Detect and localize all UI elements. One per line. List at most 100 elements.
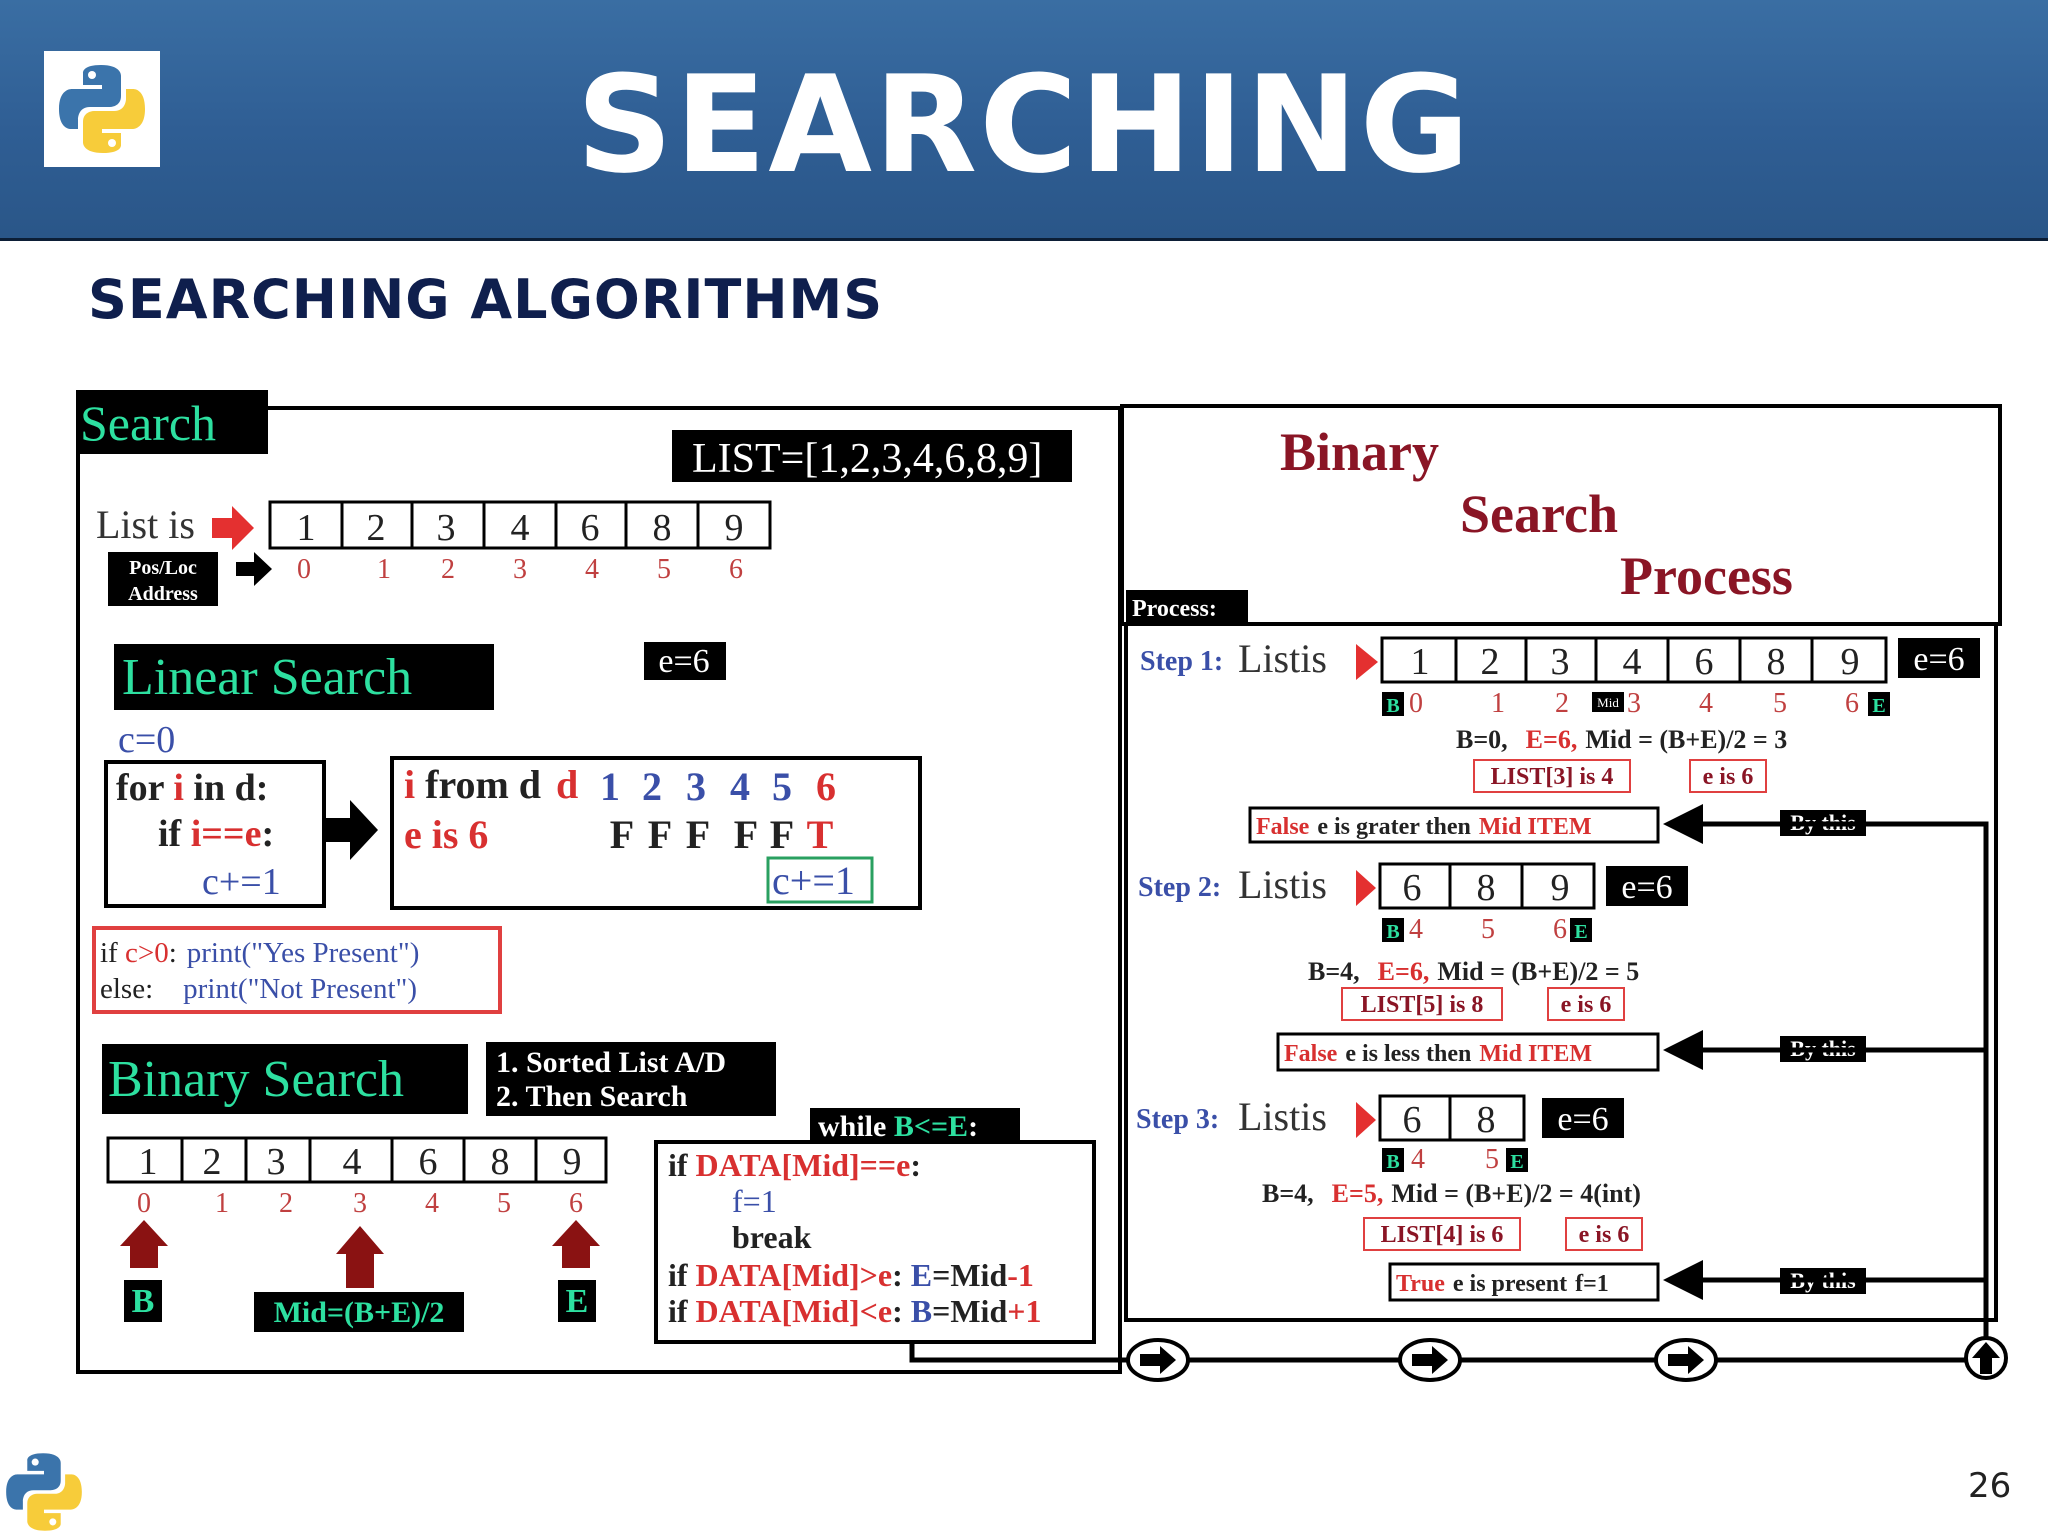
begin-marker-box [124, 1280, 162, 1322]
process-steps-box [1124, 622, 1998, 1322]
footer-python-logo-icon [0, 1448, 88, 1540]
step-1-e-box [1898, 638, 1980, 678]
trace-result: F [686, 812, 710, 857]
step-3-e-marker: E [1510, 1151, 1523, 1173]
list-cell: 2 [367, 507, 386, 549]
output-condition-box [92, 926, 502, 1014]
position-index: 3 [513, 554, 527, 585]
step-1-position: 1 [1491, 688, 1505, 719]
binary-list-positions: 0 1 2 3 4 5 6 [137, 1188, 583, 1219]
trace-result: T [807, 812, 834, 857]
step-1-position: 5 [1773, 688, 1787, 719]
binary-step-note: 1. Sorted List A/D [496, 1046, 726, 1079]
position-index: 4 [585, 554, 599, 585]
step-3-cell: 6 [1403, 1099, 1422, 1141]
loop-line-3: break [732, 1219, 812, 1255]
step-1-list-check-box [1473, 759, 1631, 793]
step-3-cell: 8 [1477, 1099, 1496, 1141]
linear-search-title-box [114, 644, 494, 710]
step-2-b-box [1382, 918, 1404, 942]
binary-list-cell: 4 [343, 1141, 362, 1183]
flow-up-arrow-icon [1964, 1336, 2008, 1380]
step-3-e-check-box [1565, 1217, 1643, 1251]
step-1-label: Step 1: [1140, 646, 1223, 677]
search-tag [76, 390, 268, 454]
position-index: 0 [297, 554, 311, 585]
binary-position: 3 [353, 1188, 367, 1219]
step-2-e-label: e=6 [1621, 869, 1672, 906]
step-2-list-check-box [1341, 987, 1503, 1021]
step-3-b-box [1382, 1148, 1404, 1172]
step-1-e-marker: E [1872, 695, 1885, 717]
step-1-position: 4 [1699, 688, 1713, 719]
trace-row-1-label: i from d [404, 762, 541, 807]
step-1-cell: 4 [1623, 641, 1642, 683]
step-1-e-check-box [1689, 759, 1767, 793]
step-3-label: Step 3: [1136, 1104, 1219, 1135]
step-3-calc: B=4,E=5,Mid = (B+E)/2 = 4(int) [1262, 1179, 1641, 1208]
binary-list-cell: 9 [563, 1141, 582, 1183]
binary-position: 5 [497, 1188, 511, 1219]
black-arrow-icon [236, 552, 272, 586]
step-1-list-check: LIST[3] is 4 [1491, 764, 1614, 790]
step-3-position: 4 [1411, 1144, 1425, 1175]
red-arrow-icon [212, 506, 254, 550]
step-2-label: Step 2: [1138, 872, 1221, 903]
trace-increment: c+=1 [772, 858, 855, 903]
step-2-e-check-box [1547, 987, 1625, 1021]
trace-value: 5 [772, 764, 792, 809]
step-1-position: 6 [1845, 688, 1859, 719]
step-2-position: 4 [1409, 914, 1423, 945]
binary-position: 0 [137, 1188, 151, 1219]
end-marker: E [566, 1283, 589, 1320]
list-cell: 3 [437, 507, 456, 549]
step-3-position: 5 [1485, 1144, 1499, 1175]
loop-line-1: if DATA[Mid]==e: [668, 1147, 921, 1183]
trace-values: 1 2 3 4 5 6 [600, 764, 836, 809]
e-value-box [644, 642, 726, 680]
e-value-label: e=6 [658, 643, 709, 680]
step-1-cell: 3 [1551, 641, 1570, 683]
step-1-cell: 2 [1481, 641, 1500, 683]
trace-increment-box [766, 856, 874, 904]
loop-line-4: if DATA[Mid]>e: E=Mid-1 [668, 1257, 1034, 1293]
step-3-e-check: e is 6 [1579, 1222, 1630, 1248]
step-2-verdict-box [1276, 1032, 1660, 1072]
trace-value: 3 [686, 764, 706, 809]
svg-text:d: d [556, 762, 578, 807]
output-if-line: if c>0:print("Yes Present") [100, 937, 419, 969]
pos-loc-label: Pos/Loc [129, 557, 197, 579]
flow-arrow-icon [1654, 1338, 1718, 1382]
pos-loc-box [108, 552, 218, 606]
binary-list-cells: 1 2 3 4 6 8 9 [106, 1136, 608, 1184]
step-2-e-check: e is 6 [1561, 992, 1612, 1018]
binary-position: 2 [279, 1188, 293, 1219]
process-step-3: Step 3: Listis 6 8 e=6 B E 4 5 B=4,E=5,M… [1136, 1094, 1866, 1302]
trace-result: F [770, 812, 794, 857]
trace-row-2-label: e is 6 [404, 812, 488, 857]
search-panel-border [76, 392, 1122, 1374]
step-2-position: 5 [1481, 914, 1495, 945]
linear-search-section: Linear Search e=6 c=0 for i in d: if i==… [92, 642, 922, 1014]
while-label: while B<=E: [818, 1110, 978, 1143]
red-play-arrow-icon [1356, 1102, 1376, 1138]
if-condition-line: if i==e: [158, 813, 274, 855]
step-3-verdict-box [1388, 1262, 1660, 1302]
increment-line: c+=1 [202, 861, 281, 903]
step-1-cell: 1 [1411, 641, 1430, 683]
list-cell: 6 [581, 507, 600, 549]
output-else-line: else:print("Not Present") [100, 973, 417, 1005]
step-2-list-is: Listis [1238, 862, 1327, 907]
step-2-cell: 9 [1551, 867, 1570, 909]
binary-position: 6 [569, 1188, 583, 1219]
list-cell: 4 [511, 507, 530, 549]
list-literal: LIST=[1,2,3,4,6,8,9] [692, 436, 1042, 482]
step-1-e-label: e=6 [1913, 641, 1964, 678]
binary-search-title-box [102, 1044, 468, 1114]
mid-formula: Mid=(B+E)/2 [274, 1296, 445, 1329]
step-2-cell: 8 [1477, 867, 1496, 909]
trace-box [390, 756, 922, 910]
